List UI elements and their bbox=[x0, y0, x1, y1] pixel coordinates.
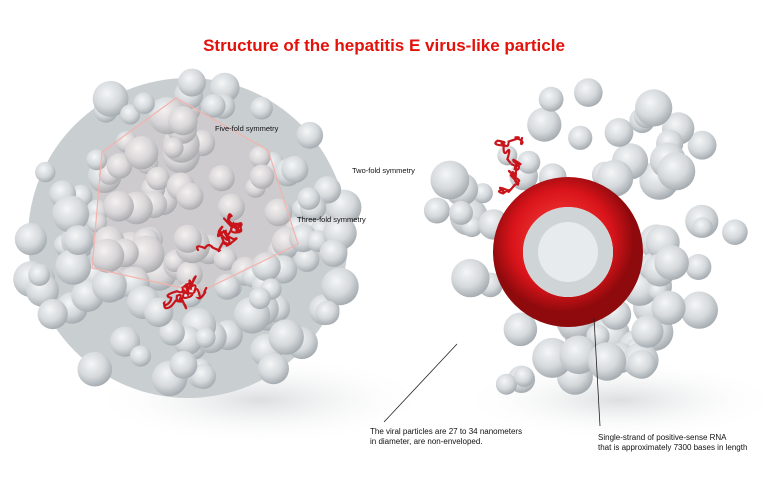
protein-ribbon-strand bbox=[494, 136, 524, 195]
capsid-protein-bump bbox=[86, 212, 108, 233]
capsid-protein-bump bbox=[517, 150, 541, 174]
protein-ribbon-strand bbox=[162, 275, 208, 310]
capsid-protein-bump bbox=[503, 312, 538, 347]
capsid-protein-bump bbox=[133, 92, 155, 114]
capsid-protein-bump bbox=[313, 176, 342, 204]
capsid-protein-bump bbox=[430, 160, 470, 200]
capsid-protein-bump bbox=[631, 315, 664, 348]
capsid-protein-bump bbox=[208, 165, 235, 192]
capsid-protein-bump bbox=[294, 246, 320, 272]
capsid-protein-bump bbox=[163, 137, 184, 158]
particle-size-caption: The viral particles are 27 to 34 nanomet… bbox=[370, 427, 522, 447]
capsid-protein-bump bbox=[248, 287, 271, 310]
rna-caption: Single-strand of positive-sense RNA that… bbox=[598, 433, 747, 453]
capsid-protein-bump bbox=[651, 290, 686, 325]
rna-ring bbox=[493, 177, 643, 327]
capsid-protein-bump bbox=[217, 193, 245, 221]
capsid-protein-bump bbox=[296, 121, 324, 149]
capsid-protein-bump bbox=[315, 300, 340, 325]
capsid-protein-bump bbox=[321, 267, 359, 306]
capsid-protein-bump bbox=[176, 182, 204, 210]
right-particle-shadow bbox=[460, 360, 768, 440]
capsid-protein-bump bbox=[92, 80, 129, 117]
capsid-protein-bump bbox=[654, 245, 689, 280]
five-fold-symmetry-outline bbox=[91, 97, 299, 293]
capsid-protein-bump bbox=[177, 68, 206, 97]
capsid-protein-bump bbox=[538, 86, 564, 112]
capsid-protein-bump bbox=[574, 78, 603, 107]
three-fold-symmetry-label: Three-fold symmetry bbox=[297, 215, 366, 224]
protein-ribbon-strand bbox=[195, 213, 244, 253]
rna-caption-line-2: that is approximately 7300 bases in leng… bbox=[598, 443, 748, 452]
capsid-protein-bump bbox=[513, 366, 535, 387]
capsid-protein-bump bbox=[92, 267, 127, 303]
rna-caption-line-1: Single-strand of positive-sense RNA bbox=[598, 433, 727, 442]
capsid-protein-bump bbox=[635, 89, 673, 127]
capsid-protein-bump bbox=[159, 319, 185, 346]
capsid-protein-bump bbox=[146, 166, 170, 191]
page-title: Structure of the hepatitis E virus-like … bbox=[203, 36, 565, 55]
capsid-protein-bump bbox=[423, 197, 450, 224]
five-fold-symmetry-label: Five-fold symmetry bbox=[215, 124, 279, 133]
capsid-protein-bump bbox=[195, 327, 216, 348]
capsid-protein-bump bbox=[55, 248, 92, 285]
capsid-protein-bump bbox=[176, 261, 203, 288]
left-capsid-particle bbox=[13, 68, 362, 398]
capsid-protein-bump bbox=[319, 239, 348, 267]
capsid-protein-bump bbox=[657, 152, 696, 191]
capsid-protein-bump bbox=[268, 319, 304, 355]
capsid-protein-bump bbox=[587, 342, 627, 381]
capsid-protein-bump bbox=[722, 219, 748, 245]
rna-leader-line bbox=[593, 317, 601, 427]
capsid-protein-bump bbox=[685, 254, 712, 280]
two-fold-symmetry-label: Two-fold symmetry bbox=[352, 166, 415, 175]
capsid-protein-bump bbox=[687, 130, 717, 160]
capsid-protein-bump bbox=[129, 345, 152, 367]
capsid-protein-bump bbox=[249, 164, 275, 189]
right-protein-ribbon bbox=[494, 136, 524, 195]
capsid-protein-bump bbox=[627, 349, 657, 379]
capsid-protein-bump bbox=[495, 373, 517, 395]
particle-caption-line-2: in diameter, are non-enveloped. bbox=[370, 437, 483, 446]
capsid-protein-bump bbox=[297, 187, 321, 210]
capsid-protein-bump bbox=[169, 350, 198, 379]
capsid-protein-bump bbox=[257, 353, 289, 385]
capsid-protein-bump bbox=[251, 252, 281, 282]
capsid-protein-bump bbox=[90, 238, 125, 273]
capsid-protein-bump bbox=[37, 299, 68, 330]
capsid-protein-bump bbox=[527, 107, 562, 142]
capsid-protein-bump bbox=[124, 136, 159, 170]
capsid-protein-bump bbox=[63, 225, 94, 256]
capsid-protein-bump bbox=[77, 351, 113, 387]
particle-caption-line-1: The viral particles are 27 to 34 nanomet… bbox=[370, 427, 523, 436]
capsid-protein-bump bbox=[213, 247, 238, 271]
capsid-protein-bump bbox=[28, 264, 51, 286]
capsid-protein-bump bbox=[202, 94, 226, 118]
capsid-protein-bump bbox=[168, 106, 198, 136]
particle-leader-line bbox=[383, 343, 458, 423]
capsid-protein-bump bbox=[680, 291, 718, 329]
capsid-protein-ribbons bbox=[162, 213, 244, 310]
capsid-protein-bump bbox=[568, 125, 593, 150]
capsid-protein-bump bbox=[249, 146, 271, 168]
capsid-protein-bump bbox=[14, 223, 47, 256]
capsid-protein-bump bbox=[281, 155, 309, 183]
capsid-protein-bump bbox=[173, 224, 202, 253]
capsid-protein-bump bbox=[449, 200, 473, 225]
capsid-protein-bump bbox=[190, 363, 216, 389]
capsid-protein-bump bbox=[451, 258, 490, 298]
capsid-protein-bump bbox=[604, 117, 634, 147]
capsid-protein-bump bbox=[250, 96, 273, 120]
capsid-protein-bump bbox=[35, 161, 56, 183]
capsid-protein-bump bbox=[214, 273, 241, 300]
capsid-protein-bump bbox=[103, 191, 134, 222]
capsid-protein-bump bbox=[692, 217, 713, 238]
capsid-protein-bump bbox=[52, 195, 90, 233]
capsid-protein-bump bbox=[106, 153, 133, 179]
